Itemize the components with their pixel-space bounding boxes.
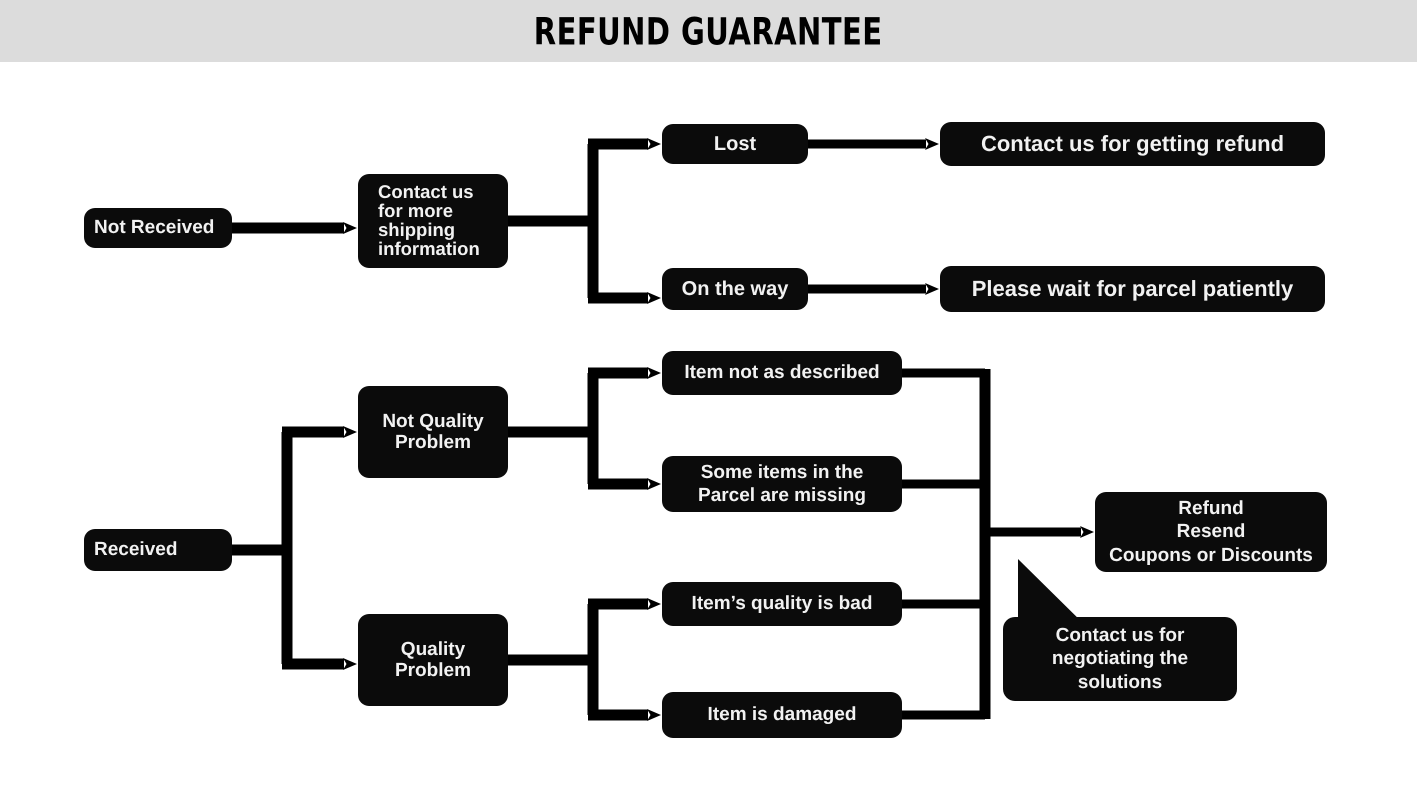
node-lost-label: Lost bbox=[713, 132, 757, 155]
node-refund-resend-coupons[interactable]: Refund Resend Coupons or Discounts bbox=[1095, 492, 1327, 572]
node-contact-shipping-line3: shipping bbox=[378, 219, 456, 240]
node-quality-problem-text: Quality Problem bbox=[358, 639, 508, 682]
node-item-not-as-described-label: Item not as described bbox=[684, 362, 880, 384]
node-refund-resend-coupons-line3: Coupons or Discounts bbox=[1109, 544, 1313, 566]
node-items-missing-line2: Parcel are missing bbox=[698, 485, 866, 506]
edge-quality-split bbox=[508, 598, 661, 721]
node-refund-resend-coupons-line1: Refund bbox=[1178, 497, 1244, 519]
node-lost[interactable]: Lost bbox=[662, 124, 808, 164]
callout-tail bbox=[1018, 559, 1092, 632]
connector-layer bbox=[232, 138, 1094, 721]
edge-reasons-merge-bus bbox=[902, 368, 1094, 720]
node-item-not-as-described[interactable]: Item not as described bbox=[662, 351, 902, 395]
node-not-received[interactable]: Not Received bbox=[84, 208, 232, 248]
callout-contact-for-negotiating-text: Contact us for negotiating the solutions bbox=[1003, 624, 1237, 694]
node-quality-problem-line1: Quality bbox=[400, 638, 466, 660]
edge-contact-shipping-split bbox=[508, 138, 661, 304]
node-contact-for-refund-label: Contact us for getting refund bbox=[980, 130, 1285, 156]
page-title: REFUND GUARANTEE bbox=[534, 9, 883, 53]
node-refund-resend-coupons-text: Refund Resend Coupons or Discounts bbox=[1095, 497, 1327, 568]
node-item-damaged[interactable]: Item is damaged bbox=[662, 692, 902, 738]
node-received[interactable]: Received bbox=[84, 529, 232, 571]
node-refund-resend-coupons-line2: Resend bbox=[1176, 521, 1246, 543]
node-item-quality-bad[interactable]: Item’s quality is bad bbox=[662, 582, 902, 626]
node-wait-for-parcel[interactable]: Please wait for parcel patiently bbox=[940, 266, 1325, 312]
callout-contact-for-negotiating-line1: Contact us for bbox=[1055, 625, 1185, 647]
node-quality-problem[interactable]: Quality Problem bbox=[358, 614, 508, 706]
node-not-quality-problem-line2: Problem bbox=[394, 432, 472, 453]
node-contact-shipping-line1: Contact us bbox=[378, 181, 474, 203]
callout-contact-for-negotiating-line3: solutions bbox=[1077, 671, 1163, 693]
node-wait-for-parcel-label: Please wait for parcel patiently bbox=[971, 275, 1294, 301]
node-item-damaged-label: Item is damaged bbox=[707, 704, 857, 726]
callout-contact-for-negotiating[interactable]: Contact us for negotiating the solutions bbox=[1003, 617, 1237, 701]
node-on-the-way-label: On the way bbox=[681, 277, 789, 300]
node-not-received-label: Not Received bbox=[94, 217, 215, 239]
node-not-quality-problem[interactable]: Not Quality Problem bbox=[358, 386, 508, 478]
edge-not-quality-split bbox=[508, 367, 661, 490]
node-not-quality-problem-line1: Not Quality bbox=[382, 410, 484, 432]
callout-contact-for-negotiating-line2: negotiating the bbox=[1051, 648, 1189, 670]
node-item-quality-bad-label: Item’s quality is bad bbox=[691, 593, 873, 615]
node-items-missing-line1: Some items in the bbox=[700, 461, 864, 483]
node-on-the-way[interactable]: On the way bbox=[662, 268, 808, 310]
node-items-missing-text: Some items in the Parcel are missing bbox=[662, 461, 902, 507]
node-contact-for-refund[interactable]: Contact us for getting refund bbox=[940, 122, 1325, 166]
node-received-label: Received bbox=[94, 539, 178, 561]
node-contact-shipping-line2: for more bbox=[378, 200, 454, 222]
node-contact-shipping-text: Contact us for more shipping information bbox=[378, 181, 508, 259]
edge-received-split bbox=[232, 426, 357, 670]
node-contact-shipping[interactable]: Contact us for more shipping information bbox=[358, 174, 508, 268]
header-bar: REFUND GUARANTEE bbox=[0, 0, 1417, 62]
node-contact-shipping-line4: information bbox=[378, 237, 480, 259]
flowchart-canvas: Not Received Contact us for more shippin… bbox=[0, 62, 1417, 794]
node-not-quality-problem-text: Not Quality Problem bbox=[358, 411, 508, 454]
node-quality-problem-line2: Problem bbox=[394, 660, 472, 681]
node-items-missing[interactable]: Some items in the Parcel are missing bbox=[662, 456, 902, 512]
